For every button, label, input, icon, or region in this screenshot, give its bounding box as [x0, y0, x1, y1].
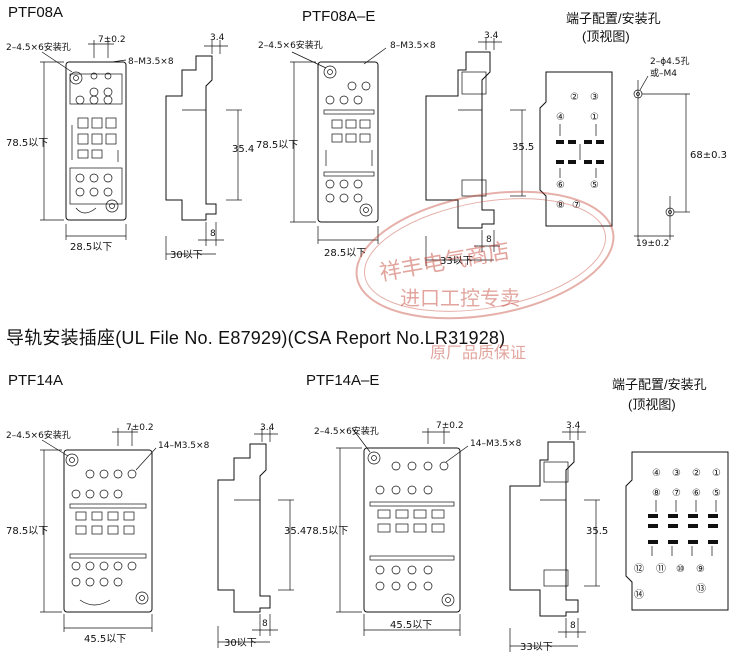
- pin-3: ③: [590, 92, 599, 103]
- ptf08a-e-front-view: 2–4.5×6安装孔 8–M3.5×8 78.5以下 28.5以下: [256, 39, 436, 259]
- pin-6: ⑥: [556, 180, 565, 191]
- pin-5: ⑤: [712, 488, 721, 499]
- side-bottom-label: 8: [262, 619, 268, 629]
- height-label: 78.5以下: [6, 526, 48, 537]
- terminal-8-title: 端子配置/安装孔: [566, 11, 661, 26]
- pin-12: ⑫: [634, 563, 644, 575]
- ptf08a-side-view: 3.4 35.4 8 30以下: [165, 33, 254, 261]
- hole-label: 2–4.5×6安装孔: [6, 429, 71, 441]
- section-heading: 导轨安装插座(UL File No. E87929)(CSA Report No…: [6, 328, 506, 348]
- pin-2: ②: [692, 468, 701, 479]
- pin-3: ③: [672, 468, 681, 479]
- pin-14: ⑭: [634, 589, 644, 601]
- watermark-line1: 祥丰电气商店: [378, 239, 512, 287]
- pin-4: ④: [652, 468, 661, 479]
- side-bottom-label: 8: [570, 621, 576, 631]
- screw-label: 8–M3.5×8: [128, 57, 174, 67]
- hole-label: 2–4.5×6安装孔: [6, 41, 71, 53]
- ptf14a-side-view: 3.4 35.4 8 30以下: [217, 423, 306, 649]
- ptf08a-e-title: PTF08A–E: [302, 8, 376, 25]
- side-depth-label: 33以下: [520, 642, 553, 653]
- side-bottom-label: 8: [210, 229, 216, 239]
- pin-11: ⑪: [656, 563, 666, 575]
- pin-10: ⑩: [676, 564, 685, 575]
- ptf14a-e-side-view: 3.4 35.5 8 33以下: [509, 421, 608, 653]
- pin-8: ⑧: [652, 488, 661, 499]
- side-mid-label: 35.5: [512, 142, 534, 153]
- ptf14a-title: PTF14A: [8, 372, 64, 389]
- width-label: 45.5以下: [84, 634, 126, 645]
- side-top-label: 3.4: [260, 423, 275, 433]
- pin-1: ①: [590, 112, 599, 123]
- pin-7: ⑦: [572, 200, 581, 211]
- mount-hole-icon: [69, 71, 83, 85]
- terminal-14-row3: ⑫ ⑪ ⑩ ⑨: [634, 563, 705, 575]
- pitch-label: 7±0.2: [436, 421, 464, 431]
- width-label: 19±0.2: [636, 239, 669, 249]
- side-top-label: 3.4: [210, 33, 225, 43]
- terminal-8-diagram: ② ③ ④ ① ⑥ ⑤ ⑧ ⑦: [539, 56, 727, 249]
- screw-label: 14–M3.5×8: [470, 439, 522, 449]
- pin-8: ⑧: [556, 200, 565, 211]
- side-top-label: 3.4: [484, 31, 499, 41]
- ptf08a-front-view: 2–4.5×6安装孔 7±0.2 8–M3.5×8 78.5以下 28.5以下: [6, 35, 174, 253]
- height-label: 78.5以下: [6, 138, 48, 149]
- ptf14a-front-view: 2–4.5×6安装孔 7±0.2 14–M3.5×8 78.5以下 45.5以下: [6, 423, 210, 645]
- terminal-14-title: 端子配置/安装孔: [612, 377, 707, 392]
- pitch-label: 7±0.2: [98, 35, 126, 45]
- terminal-14-row4: ⑭ ⑬: [634, 583, 706, 601]
- terminal-8-subtitle: (顶视图): [582, 29, 630, 44]
- pin-5: ⑤: [590, 180, 599, 191]
- side-top-label: 3.4: [566, 421, 581, 431]
- terminal-14-subtitle: (顶视图): [628, 397, 676, 412]
- pin-1: ①: [712, 468, 721, 479]
- hole-label: 2–4.5×6安装孔: [314, 425, 379, 437]
- side-bottom-label: 8: [486, 235, 492, 245]
- pin-2: ②: [570, 92, 579, 103]
- pin-9: ⑨: [696, 564, 705, 575]
- side-depth-label: 33以下: [440, 256, 473, 267]
- watermark-line3: 原厂品质保证: [430, 343, 526, 362]
- terminal-14-row1: ④ ③ ② ①: [652, 468, 721, 479]
- width-label: 28.5以下: [324, 248, 366, 259]
- pin-13: ⑬: [696, 583, 706, 595]
- ptf14a-e-title: PTF14A–E: [306, 372, 380, 389]
- ptf08a-title: PTF08A: [8, 4, 64, 21]
- terminal-14-row2: ⑧ ⑦ ⑥ ⑤: [652, 488, 721, 499]
- watermark-stamp: 祥丰电气商店 进口工控专卖 原厂品质保证: [355, 190, 615, 362]
- pitch-label: 7±0.2: [126, 423, 154, 433]
- height-label: 78.5以下: [256, 140, 298, 151]
- hole-label: 2–4.5×6安装孔: [258, 39, 323, 51]
- hole-label-1: 2–ϕ4.5孔: [650, 56, 689, 67]
- side-mid-label: 35.5: [586, 526, 608, 537]
- pitch-label: 68±0.3: [690, 150, 727, 161]
- screw-label: 14–M3.5×8: [158, 441, 210, 451]
- pin-4: ④: [556, 112, 565, 123]
- width-label: 45.5以下: [390, 620, 432, 631]
- terminal-14-diagram: ④ ③ ② ① ⑧ ⑦ ⑥ ⑤ ⑫ ⑪ ⑩: [625, 451, 729, 611]
- side-mid-label: 35.4: [284, 526, 306, 537]
- screw-label: 8–M3.5×8: [390, 41, 436, 51]
- watermark-line2: 进口工控专卖: [400, 286, 520, 310]
- pin-6: ⑥: [692, 488, 701, 499]
- hole-label-2: 或–M4: [650, 67, 677, 79]
- pin-7: ⑦: [672, 488, 681, 499]
- side-depth-label: 30以下: [224, 638, 257, 649]
- width-label: 28.5以下: [70, 242, 112, 253]
- side-depth-label: 30以下: [170, 250, 203, 261]
- height-label: 78.5以下: [306, 526, 348, 537]
- side-mid-label: 35.4: [232, 144, 254, 155]
- ptf14a-e-front-view: 2–4.5×6安装孔 7±0.2 14–M3.5×8 78.5以下 45.5以下: [306, 421, 522, 636]
- ptf08a-e-side-view: 3.4 35.5 8 33以下: [425, 31, 534, 267]
